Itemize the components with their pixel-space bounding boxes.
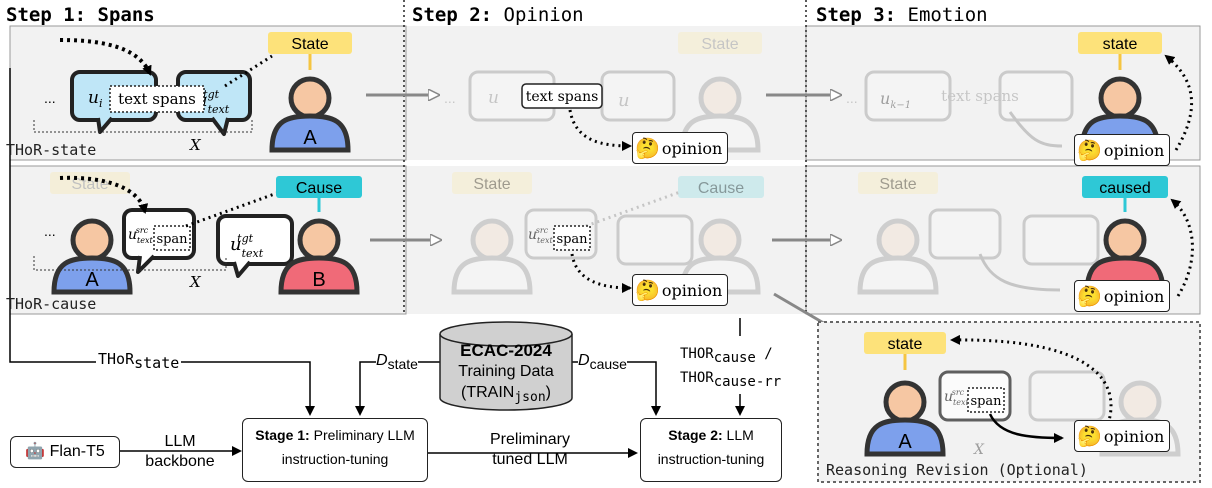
row2-step3-caused-tag	[1082, 176, 1168, 198]
revision-person-label: A	[898, 431, 912, 453]
row2-panel	[10, 166, 1200, 314]
svg-text:utextsrc: utextsrc	[944, 388, 969, 407]
row1-state-tag-label: State	[291, 36, 328, 53]
svg-text:utextsrc: utextsrc	[128, 226, 153, 245]
row2-step3-caused-tag-label: caused	[1099, 180, 1151, 197]
row1-label: THoR-state	[6, 141, 97, 159]
row1-state-tag	[268, 32, 352, 54]
row2-x-label: X	[189, 273, 202, 291]
row2-person-b-label: B	[312, 269, 325, 291]
svg-text:u: u	[618, 90, 630, 111]
row2-dots: ...	[44, 223, 56, 239]
stage1-box: Stage 1: Preliminary LLM instruction-tun…	[242, 418, 428, 482]
d-cause-label: Dcause	[578, 352, 627, 372]
svg-text:State: State	[701, 36, 738, 53]
flan-t5-box: 🤖 Flan-T5	[10, 436, 120, 468]
row2-step2-span: span	[556, 232, 588, 247]
row2-state-tag-faded: State	[71, 176, 108, 193]
thor-cause-label: THORcause / THORcause-rr	[680, 346, 782, 390]
row1-step3-state-tag-label: state	[1103, 36, 1138, 53]
row2-step3-state-tag-faded: State	[879, 176, 916, 193]
row1-step3-state-tag	[1078, 32, 1162, 54]
row2-label: THoR-cause	[6, 295, 97, 313]
row1-dots: ...	[44, 90, 56, 106]
d-state-label: Dstate	[376, 352, 418, 372]
revision-state-tag-label: state	[888, 336, 923, 353]
row2-step2-opinion: 🤔opinion	[632, 274, 728, 306]
row1-text-spans-box	[109, 85, 205, 113]
row2-bubble-tgt	[216, 214, 294, 266]
thinking-face-icon: 🤔	[1077, 284, 1102, 308]
row1-step3-opinion: 🤔opinion	[1074, 134, 1170, 166]
svg-text:u: u	[488, 88, 499, 108]
row1-person-a-label: A	[303, 127, 317, 149]
row2-person-a-label: A	[85, 269, 99, 291]
row1-step2-span: text spans	[526, 89, 599, 105]
row1-step2-span-box	[521, 83, 603, 109]
row2-span: span	[156, 232, 188, 247]
svg-text:X: X	[973, 442, 985, 458]
revision-span: span	[970, 394, 1002, 409]
thor-state-label: THoRstate	[96, 350, 182, 372]
thinking-face-icon: 🤔	[635, 278, 660, 302]
dataset-cylinder	[439, 334, 573, 411]
stage2-box: Stage 2: LLM instruction-tuning	[640, 418, 782, 482]
robot-icon: 🤖	[25, 443, 46, 460]
step3-title: Step 3: Emotion	[816, 4, 988, 26]
row1-span-arrow	[59, 38, 152, 76]
revision-label: Reasoning Revision (Optional)	[826, 461, 1088, 479]
revision-state-tag	[864, 332, 946, 354]
row1-x-label: X	[189, 136, 202, 154]
row2-step3-faded	[858, 172, 1100, 292]
revision-opinion: 🤔opinion	[1074, 420, 1170, 452]
row1-text-spans: text spans	[118, 90, 196, 108]
svg-text:...: ...	[846, 90, 858, 106]
step1-title: Step 1: Spans	[6, 4, 155, 26]
svg-text:Cause: Cause	[698, 180, 744, 197]
thinking-face-icon: 🤔	[1077, 138, 1102, 162]
svg-text:...: ...	[444, 90, 456, 106]
step2-title: Step 2: Opinion	[412, 4, 584, 26]
row1-bubble-left-label: ui	[88, 88, 102, 110]
thinking-face-icon: 🤔	[635, 136, 660, 160]
svg-text:utextsrc: utextsrc	[528, 226, 553, 245]
dataset-label: ECAC-2024 Training Data (TRAINjson)	[458, 341, 554, 405]
thinking-face-icon: 🤔	[1077, 424, 1102, 448]
row1-step2-opinion: 🤔opinion	[632, 132, 728, 164]
row2-cause-tag-label: Cause	[296, 180, 342, 197]
row1-step3-faded: ... text spans	[846, 70, 1074, 148]
row2-step3-opinion: 🤔opinion	[1074, 280, 1170, 312]
svg-text:text spans: text spans	[941, 87, 1019, 105]
svg-text:State: State	[473, 176, 510, 193]
row2-cause-tag	[276, 176, 362, 198]
